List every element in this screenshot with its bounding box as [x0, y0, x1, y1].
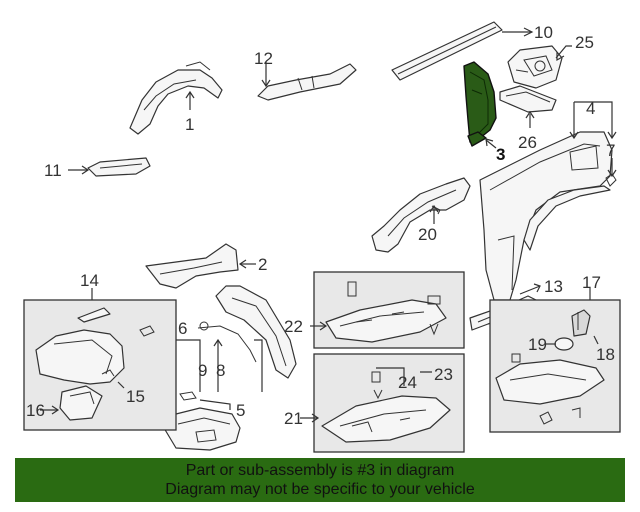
- callout-9: 9: [198, 361, 207, 380]
- callout-13: 13: [544, 277, 563, 296]
- callout-17: 17: [582, 273, 601, 292]
- callout-22: 22: [284, 317, 303, 336]
- callout-5: 5: [236, 401, 245, 420]
- part-5-lower-bracket: [163, 391, 241, 451]
- callout-10: 10: [534, 23, 553, 42]
- part-3-highlighted-panel: [463, 61, 497, 149]
- callout-11: 11: [44, 161, 62, 180]
- box-14: [23, 288, 177, 431]
- box-21: [300, 353, 465, 453]
- callout-7: 7: [606, 141, 615, 160]
- callout-21: 21: [284, 409, 303, 428]
- callout-24: 24: [398, 373, 417, 392]
- part-12-handle: [257, 62, 357, 101]
- callout-4: 4: [586, 99, 595, 118]
- callout-12: 12: [254, 49, 273, 68]
- part-10-trim-strip: [391, 21, 534, 81]
- box-17: [489, 288, 621, 433]
- part-2-lower-trim: [145, 243, 256, 289]
- callout-3: 3: [496, 145, 505, 164]
- part-8-quarter-trim: [169, 285, 297, 392]
- callout-2: 2: [258, 255, 267, 274]
- banner-line-2: Diagram may not be specific to your vehi…: [165, 481, 475, 498]
- callout-14: 14: [80, 271, 99, 290]
- callout-18: 18: [596, 345, 615, 364]
- banner-line-1: Part or sub-assembly is #3 in diagram: [185, 462, 455, 479]
- part-11-sill-plate: [68, 157, 151, 177]
- part-4-quarter-panel: [479, 101, 617, 301]
- callout-15: 15: [126, 387, 145, 406]
- info-banner: Part or sub-assembly is #3 in diagram Di…: [15, 458, 625, 502]
- callout-8: 8: [216, 361, 225, 380]
- callout-25: 25: [575, 33, 594, 52]
- callout-16: 16: [26, 401, 45, 420]
- box-22: [310, 271, 465, 349]
- callout-23: 23: [434, 365, 453, 384]
- callout-6: 6: [178, 319, 187, 338]
- part-1-upper-garnish: [129, 61, 223, 135]
- callout-1: 1: [185, 115, 194, 134]
- part-26-pocket: [499, 85, 557, 128]
- part-25-bracket: [507, 45, 572, 89]
- part-20-pillar-trim: [371, 177, 471, 253]
- callout-26: 26: [518, 133, 537, 152]
- callout-20: 20: [418, 225, 437, 244]
- callout-19: 19: [528, 335, 547, 354]
